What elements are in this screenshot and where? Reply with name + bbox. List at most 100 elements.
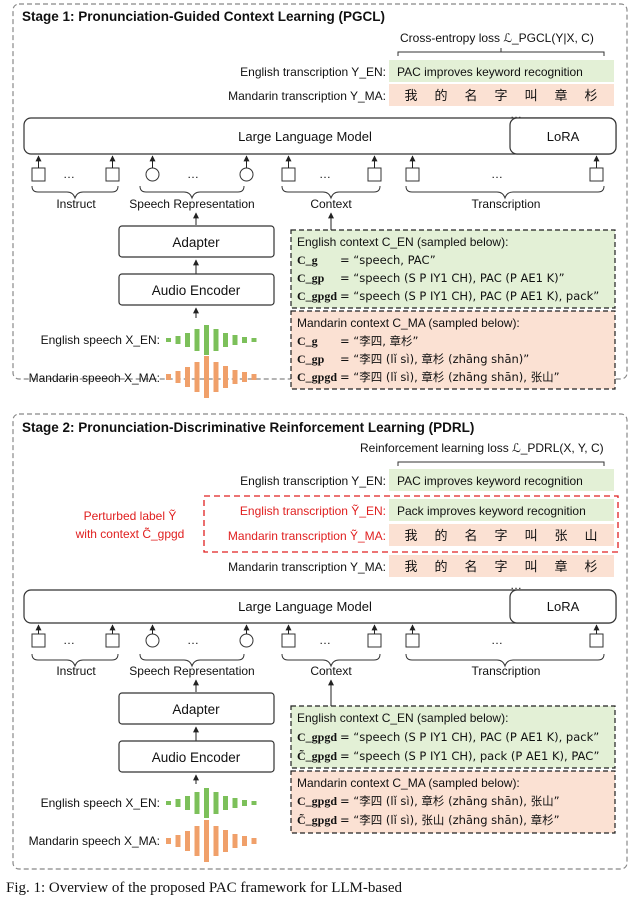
mandarin-char: 杉: [584, 89, 597, 104]
context-key: C_g: [297, 334, 318, 348]
stage1-token-row: …………: [31, 155, 604, 182]
context-key: C̃_gpgd: [297, 813, 337, 827]
stage2-lora-box: [509, 589, 617, 624]
stage1-en-context-rows: C_g = “speech, PAC” C_gp = “speech (S P IY1…: [297, 253, 599, 303]
stage1-audio-encoder-box: [118, 273, 275, 306]
context-value: = “李四 (lǐ sì), 章杉 (zhāng shān)”: [340, 352, 529, 366]
en-wave-bar: [175, 799, 181, 807]
token-square: [589, 167, 604, 182]
mandarin-char: 叫: [524, 529, 537, 544]
en-wave-bar: [213, 329, 219, 351]
token-ellipsis: …: [187, 167, 199, 181]
token-square: [105, 633, 120, 648]
stage2-perturbed-box: [203, 495, 619, 553]
ma-wave-bar: [185, 367, 190, 387]
token-circle: [239, 167, 254, 182]
context-key: C_g: [297, 253, 318, 267]
context-key: C_gpgd: [297, 794, 337, 808]
stage2-audio-encoder-label: Audio Encoder: [152, 750, 241, 765]
token-square: [367, 633, 382, 648]
stage2-perturbed-ma-label: Mandarin transcription Ỹ_MA:: [228, 529, 386, 543]
token-square: [405, 167, 420, 182]
context-value: = “speech (S P IY1 CH), PAC (P AE1 K), p…: [340, 289, 599, 303]
stage1-group-speech: Speech Representation: [129, 197, 254, 211]
context-key: C_gp: [297, 271, 325, 285]
en-wave-bar: [185, 796, 190, 810]
mandarin-char: 的: [434, 88, 447, 104]
ma-wave-bar: [213, 826, 219, 856]
ma-wave-bar: [242, 372, 247, 382]
mandarin-char: 名: [464, 88, 477, 104]
ma-wave-bar: [175, 835, 181, 847]
stage2-ma-context-box: [290, 770, 616, 834]
ma-wave-bar: [175, 371, 181, 383]
stage2-perturbed-en-label: English transcription Ỹ_EN:: [240, 504, 386, 518]
en-wave-bar: [194, 329, 200, 351]
mandarin-char: 张: [554, 529, 567, 544]
stage2-ma-transcription-label: Mandarin transcription Y_MA:: [228, 560, 386, 574]
figure-caption: Fig. 1: Overview of the proposed PAC fra…: [6, 880, 403, 896]
mandarin-char: 章: [554, 88, 567, 104]
stage1-ma-context-header: Mandarin context C_MA (sampled below):: [297, 316, 520, 330]
stage1-adapter-box: [118, 225, 275, 258]
stage1-en-context-box: [290, 229, 616, 309]
ma-wave-bar: [194, 826, 200, 856]
token-ellipsis: …: [491, 633, 503, 647]
stage2-en-transcription: PAC improves keyword recognition: [397, 474, 583, 488]
stage1-lora-box: [509, 117, 617, 155]
stage1-en-transcription-label: English transcription Y_EN:: [240, 65, 386, 79]
stage2-perturbed-caption-1: Perturbed label Ỹ: [84, 509, 177, 523]
ma-wave-bar: [251, 374, 257, 380]
en-wave-bar: [204, 325, 209, 355]
token-circle: [239, 633, 254, 648]
stage2-en-transcription-label: English transcription Y_EN:: [240, 474, 386, 488]
ma-wave-bar: [213, 362, 219, 392]
stage1-audio-encoder-label: Audio Encoder: [152, 283, 241, 298]
context-value: = “speech (S P IY1 CH), PAC (P AE1 K)”: [340, 271, 565, 285]
stage1-group-transcription: Transcription: [472, 197, 541, 211]
en-wave-bar: [232, 335, 238, 345]
mandarin-char: 我: [404, 89, 417, 104]
en-wave-bar: [242, 337, 247, 343]
context-value: = “李四, 章杉”: [340, 334, 419, 348]
token-ellipsis: …: [63, 167, 75, 181]
token-square: [281, 633, 296, 648]
token-ellipsis: …: [187, 633, 199, 647]
mandarin-char: 的: [434, 528, 447, 544]
mandarin-char: 山: [584, 529, 597, 544]
stage1-speech-waveforms: [166, 325, 257, 398]
stage2-ma-context-rows: C_gpgd= “李四 (lǐ sì), 章杉 (zhāng shān), 张山…: [297, 794, 560, 827]
mandarin-char: 的: [434, 559, 447, 575]
mandarin-char: 字: [494, 560, 507, 575]
stage2-loss: Reinforcement learning loss ℒ_PDRL(X, Y,…: [360, 441, 604, 455]
stage1-ma-transcription-label: Mandarin transcription Y_MA:: [228, 89, 386, 103]
stage2-title: Stage 2: Pronunciation-Discriminative Re…: [22, 420, 474, 435]
stage2-group-context: Context: [310, 664, 352, 678]
ma-wave-bar: [185, 831, 190, 851]
token-square: [31, 167, 46, 182]
ma-wave-bar: [223, 830, 228, 852]
token-circle: [145, 167, 160, 182]
stage2-panel: Stage 2: Pronunciation-Discriminative Re…: [12, 413, 628, 870]
ma-wave-bar: [166, 838, 171, 844]
stage1-title: Stage 1: Pronunciation-Guided Context Le…: [22, 9, 385, 24]
en-wave-bar: [194, 792, 200, 814]
stage2-group-instruct: Instruct: [56, 664, 96, 678]
context-value: = “李四 (lǐ sì), 张山 (zhāng shān), 章杉”: [340, 813, 560, 827]
context-value: = “speech, PAC”: [340, 253, 436, 267]
mandarin-char: 我: [404, 529, 417, 544]
stage1-group-context: Context: [310, 197, 352, 211]
context-key: C_gp: [297, 352, 325, 366]
stage2-perturbed-en-text: Pack improves keyword recognition: [397, 504, 586, 518]
stage1-panel: Stage 1: Pronunciation-Guided Context Le…: [12, 3, 628, 398]
ma-wave-bar: [232, 370, 238, 384]
stage2-en-speech-label: English speech X_EN:: [41, 796, 160, 810]
ma-wave-bar: [223, 366, 228, 388]
en-wave-bar: [251, 338, 257, 342]
context-key: C_gpgd: [297, 370, 337, 384]
context-value: = “李四 (lǐ sì), 章杉 (zhāng shān), 张山”: [340, 794, 560, 808]
stage1-ma-transcription: 我的名字叫章杉: [404, 88, 597, 104]
stage1-adapter-label: Adapter: [172, 235, 220, 250]
en-wave-bar: [166, 801, 171, 805]
